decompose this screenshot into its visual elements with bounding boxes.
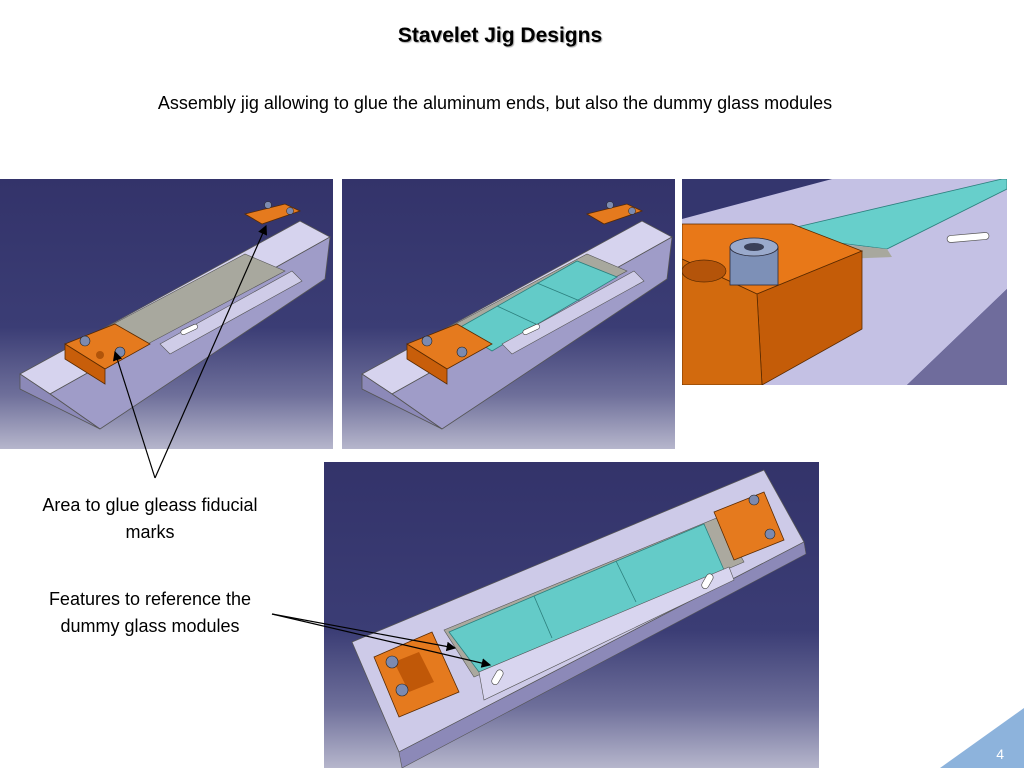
corner-decoration bbox=[940, 708, 1024, 768]
jig-render-empty bbox=[0, 179, 333, 449]
page-number: 4 bbox=[996, 746, 1004, 762]
slide-subtitle: Assembly jig allowing to glue the alumin… bbox=[157, 93, 833, 113]
jig-render-with-glass bbox=[342, 179, 675, 449]
label-glue-area: Area to glue gleass fiducial marks bbox=[42, 495, 258, 542]
jig-render-closeup bbox=[682, 179, 1007, 385]
jig-render-top-view bbox=[324, 462, 819, 768]
slide-title: Stavelet Jig Designs bbox=[397, 24, 603, 47]
label-reference-features: Features to reference the dummy glass mo… bbox=[48, 589, 252, 636]
